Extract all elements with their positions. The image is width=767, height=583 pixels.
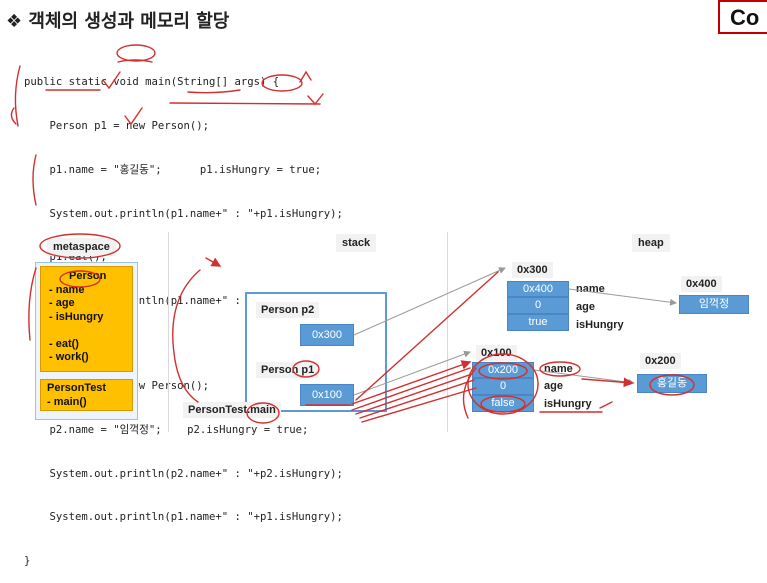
class-name: PersonTest bbox=[47, 382, 107, 394]
pen-tick-1 bbox=[102, 71, 121, 90]
obj300-box: 0x400 0 true bbox=[507, 281, 569, 331]
name-reference-arrow-400 bbox=[568, 288, 677, 306]
pen-tick-2 bbox=[124, 107, 143, 126]
pen-circle-0x200 bbox=[478, 362, 528, 380]
pen-arrow-to-200 bbox=[581, 377, 634, 388]
code-line: p1.name = "홍길동"; p1.isHungry = true; bbox=[24, 163, 322, 176]
class-field: - isHungry bbox=[49, 310, 104, 323]
pen-bracket-left bbox=[14, 65, 21, 127]
code-line: System.out.println(p1.name+" : "+p1.isHu… bbox=[24, 207, 343, 220]
str400-value-cell: 임꺽정 bbox=[679, 295, 749, 314]
code-line: System.out.println(p1.name+" : "+p1.isHu… bbox=[24, 511, 343, 524]
pen-arrow-stack-heap-4 bbox=[359, 379, 475, 419]
pen-underline-main bbox=[117, 59, 153, 63]
pen-circle-p1 bbox=[292, 360, 320, 378]
stack-label: stack bbox=[336, 234, 377, 252]
class-method: - main() bbox=[47, 395, 87, 408]
pen-stack-curve bbox=[172, 269, 201, 403]
pen-frame-arrow bbox=[205, 257, 222, 267]
field-ishungry-label: isHungry bbox=[544, 398, 592, 410]
code-line: System.out.println(p2.name+" : "+p2.isHu… bbox=[24, 467, 343, 480]
pen-circle-person bbox=[59, 270, 101, 288]
obj100-name-cell: 0x200 bbox=[472, 362, 534, 378]
p2-variable-label: Person p2 bbox=[256, 302, 320, 318]
slide-title: ❖ 객체의 생성과 메모리 할당 bbox=[6, 11, 230, 32]
heap-label: heap bbox=[632, 234, 670, 252]
pen-arrow-stack-heap-3 bbox=[355, 373, 473, 415]
p2-reference-arrow bbox=[353, 267, 506, 336]
divider-stack-heap bbox=[447, 232, 448, 432]
field-age-label: age bbox=[544, 380, 563, 392]
pen-circle-main bbox=[116, 44, 156, 62]
pen-circle-false bbox=[480, 395, 526, 413]
pen-arrow-stack-heap-1 bbox=[351, 360, 472, 405]
p1-reference-arrow bbox=[353, 350, 471, 396]
class-method: - work() bbox=[49, 351, 89, 363]
person-class-box: Person - name - age - isHungry - eat() -… bbox=[40, 266, 133, 372]
obj300-address: 0x300 bbox=[512, 262, 553, 278]
str200-address: 0x200 bbox=[640, 353, 681, 369]
p1-reference-cell: 0x100 bbox=[300, 384, 354, 406]
pen-bracket-left2 bbox=[32, 154, 37, 206]
pen-underline-ishungry bbox=[187, 89, 241, 94]
persontest-class-box: PersonTest - main() bbox=[40, 379, 133, 411]
pen-arrow-false bbox=[599, 401, 613, 409]
class-method: - eat() bbox=[49, 337, 79, 350]
obj100-age-cell: 0 bbox=[472, 378, 534, 395]
pen-left-curve-heap bbox=[462, 367, 477, 419]
pen-tick-3 bbox=[307, 93, 324, 106]
field-name-label: name bbox=[576, 283, 605, 295]
pen-circle-obj100 bbox=[467, 353, 539, 415]
name-reference-arrow-200 bbox=[533, 369, 635, 386]
class-name: Person bbox=[69, 270, 107, 282]
pen-circle-true bbox=[261, 74, 303, 92]
field-ishungry-label: isHungry bbox=[576, 319, 624, 331]
str400-address: 0x400 bbox=[681, 276, 722, 292]
pen-circle-main-frame bbox=[246, 402, 280, 424]
pen-check-true bbox=[299, 70, 312, 83]
code-line: public static void main(String[] args) { bbox=[24, 76, 280, 89]
pen-circle-hong bbox=[649, 374, 695, 396]
obj300-hungry-cell: true bbox=[507, 314, 569, 331]
obj300-name-cell: 0x400 bbox=[507, 281, 569, 297]
pen-underline-println1 bbox=[169, 102, 321, 105]
pen-circle-metaspace bbox=[39, 233, 121, 259]
obj300-age-cell: 0 bbox=[507, 297, 569, 314]
divider-meta-stack bbox=[168, 232, 169, 432]
frame-label: PersonTest.main bbox=[183, 402, 281, 418]
pen-stack-to-300 bbox=[355, 271, 499, 401]
pen-arrow-stack-heap-5 bbox=[361, 387, 477, 423]
code-line: } bbox=[24, 555, 31, 568]
metaspace-label: metaspace bbox=[47, 238, 116, 256]
pen-metaspace-curve bbox=[28, 267, 37, 341]
pen-circle-name bbox=[539, 361, 581, 377]
pen-bracket-small bbox=[10, 107, 17, 125]
class-field: - age bbox=[49, 297, 75, 309]
brand-logo: Co bbox=[718, 0, 767, 34]
p1-variable-label: Person p1 bbox=[256, 362, 320, 378]
p2-reference-cell: 0x300 bbox=[300, 324, 354, 346]
annotation-overlay bbox=[10, 44, 695, 424]
pen-arrow-stack-heap-2 bbox=[351, 367, 471, 411]
field-age-label: age bbox=[576, 301, 595, 313]
